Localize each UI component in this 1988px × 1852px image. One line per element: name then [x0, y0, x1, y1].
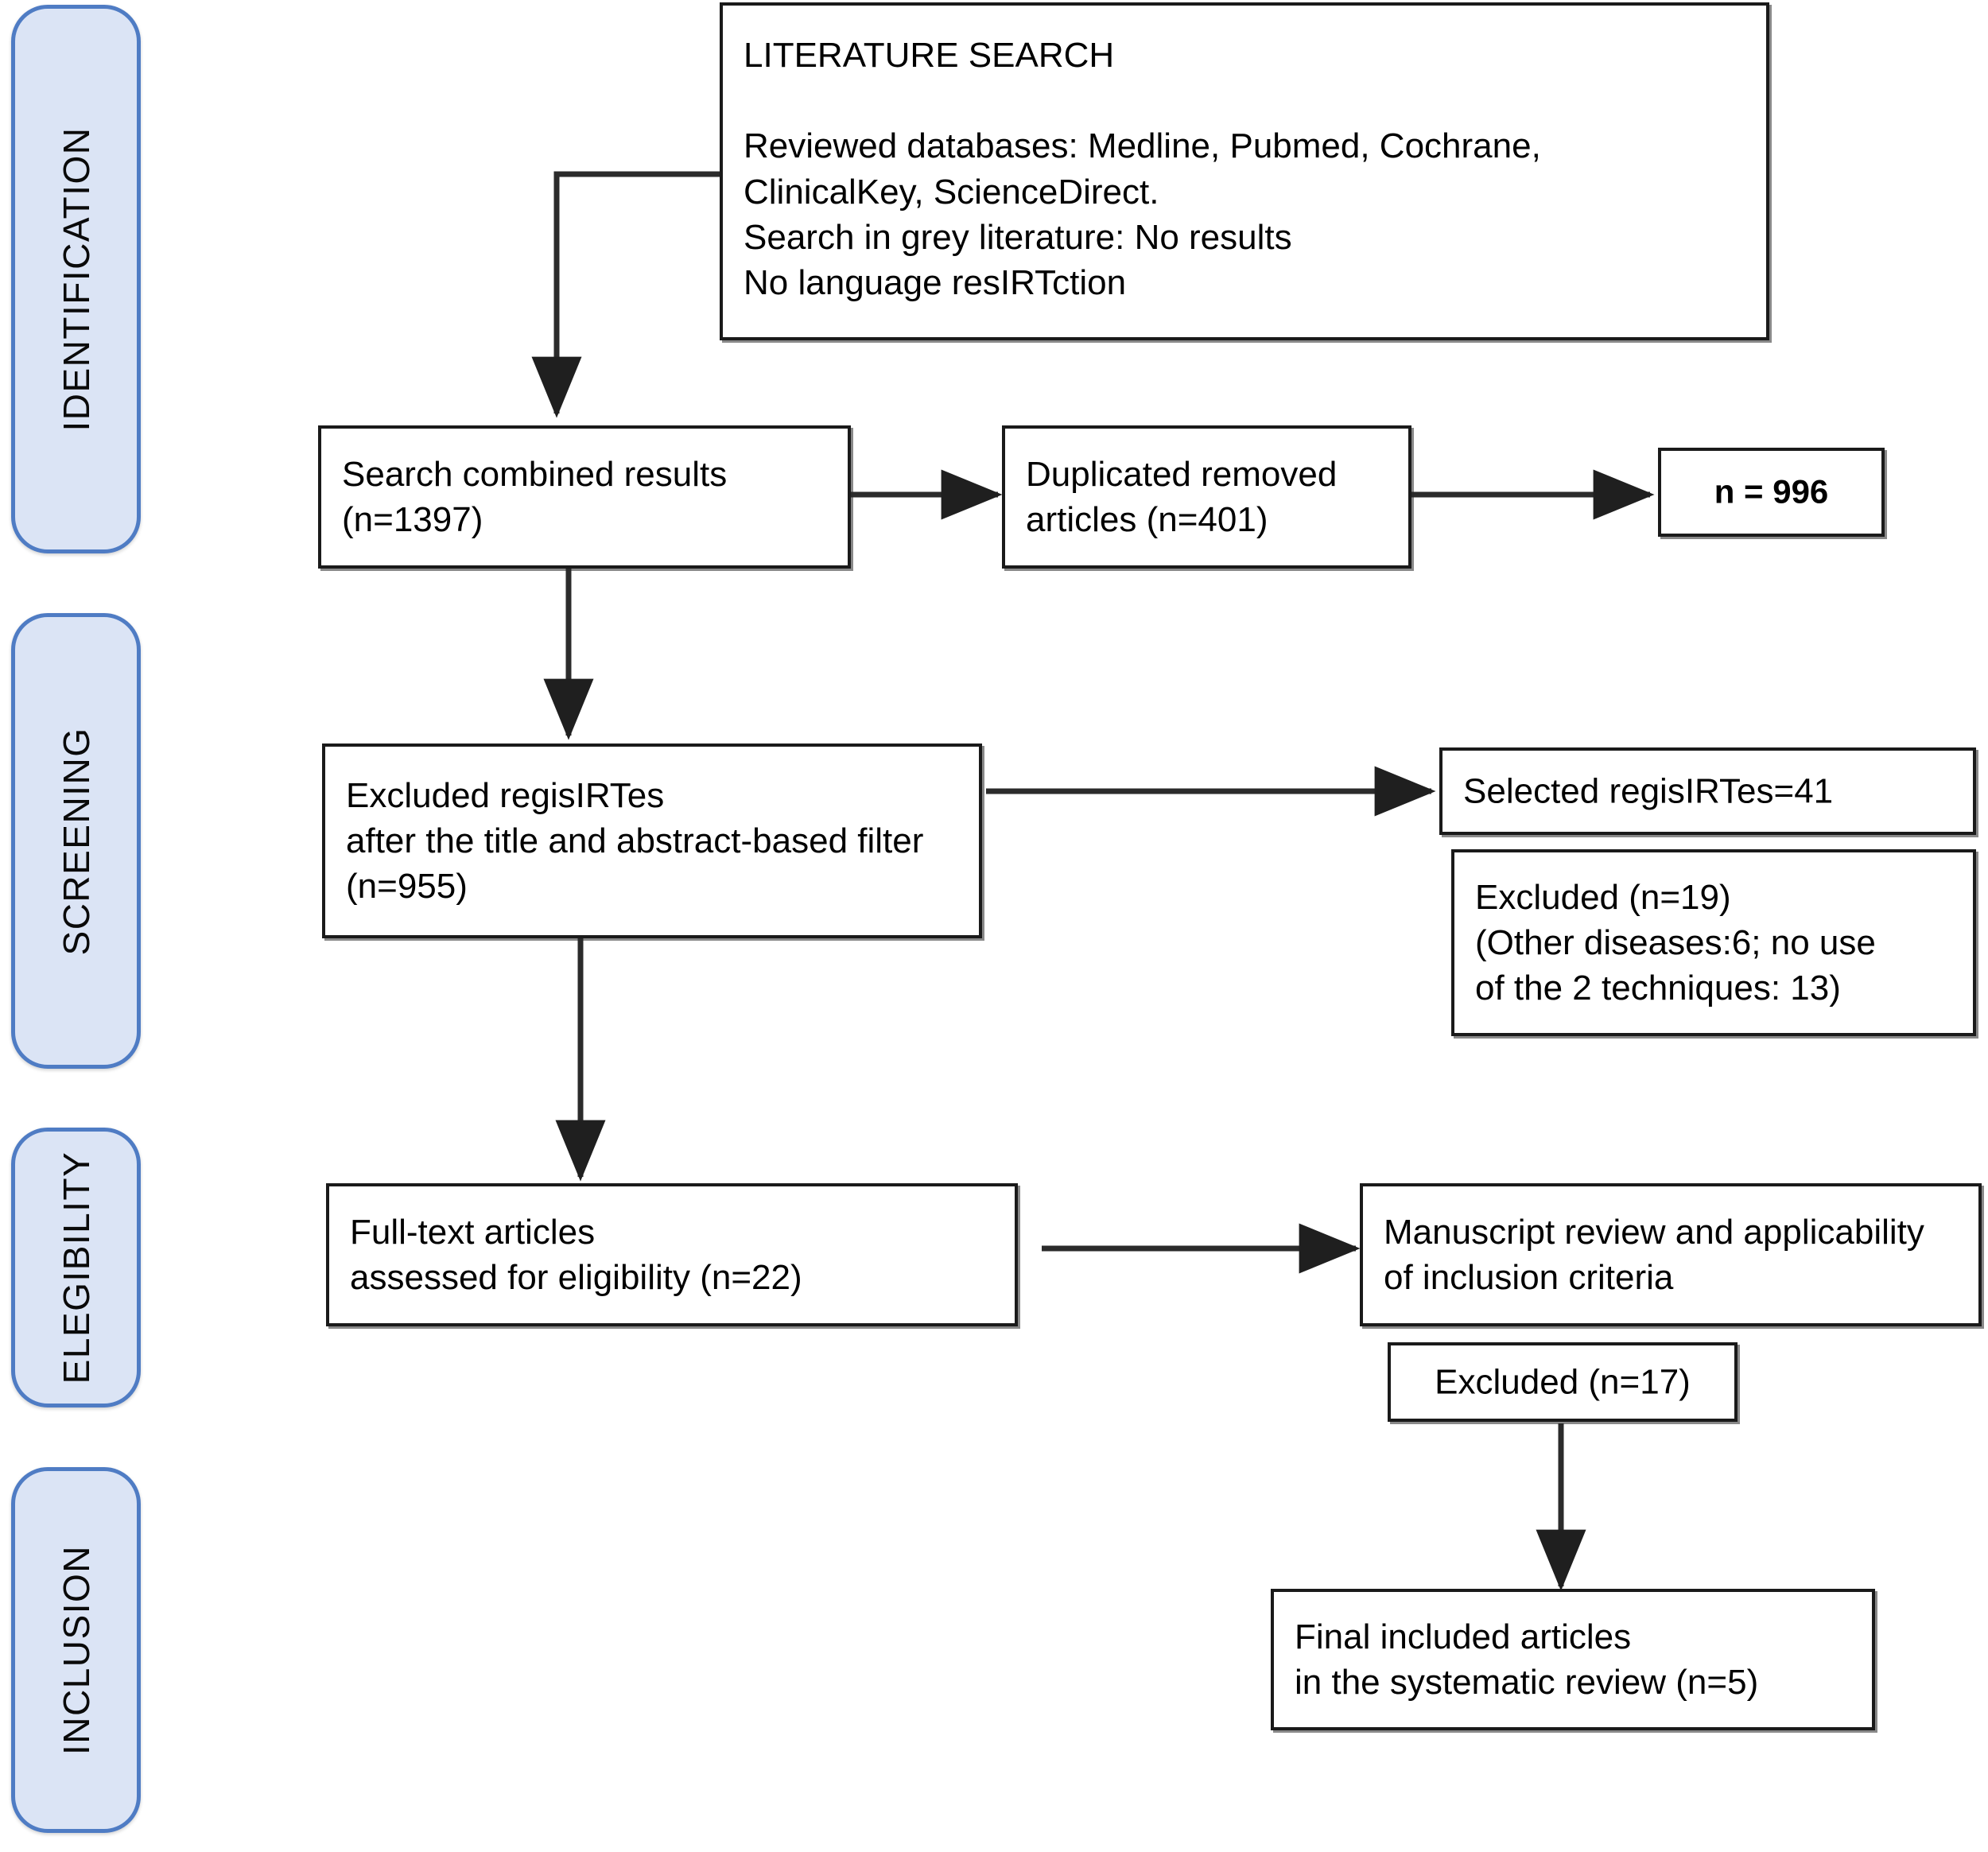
stage-screening: SCREENING — [11, 613, 141, 1069]
selected-registers-text: Selected regisIRTes=41 — [1463, 771, 1834, 811]
excluded-title-abstract-text: Excluded regisIRTes after the title and … — [346, 775, 924, 907]
full-text-assessed-text: Full-text articles assessed for eligibil… — [350, 1212, 802, 1297]
stage-identification-label: IDENTIFICATION — [55, 126, 97, 432]
box-search-combined-results: Search combined results (n=1397) — [318, 425, 851, 569]
stage-identification: IDENTIFICATION — [11, 5, 141, 553]
box-selected-registers: Selected regisIRTes=41 — [1439, 747, 1976, 835]
stage-inclusion-label: INCLUSION — [55, 1545, 97, 1755]
remaining-after-duplicates-text: n = 996 — [1714, 472, 1829, 511]
stage-elegibility-label: ELEGIBILITY — [55, 1151, 97, 1384]
excluded-screening-text: Excluded (n=19) (Other diseases:6; no us… — [1475, 877, 1876, 1008]
box-excluded-screening: Excluded (n=19) (Other diseases:6; no us… — [1451, 849, 1976, 1036]
stage-screening-label: SCREENING — [55, 727, 97, 955]
box-remaining-after-duplicates: n = 996 — [1658, 448, 1885, 537]
duplicated-removed-articles-text: Duplicated removed articles (n=401) — [1026, 454, 1338, 539]
manuscript-review-text: Manuscript review and applicability of i… — [1384, 1212, 1924, 1297]
final-included-articles-text: Final included articles in the systemati… — [1295, 1617, 1759, 1702]
literature-search-text: LITERATURE SEARCH Reviewed databases: Me… — [744, 36, 1541, 302]
stage-elegibility: ELEGIBILITY — [11, 1128, 141, 1407]
search-combined-results-text: Search combined results (n=1397) — [342, 454, 728, 539]
box-full-text-assessed: Full-text articles assessed for eligibil… — [326, 1183, 1018, 1326]
connector-literature-to-search — [531, 171, 720, 418]
stage-inclusion: INCLUSION — [11, 1467, 141, 1833]
box-literature-search: LITERATURE SEARCH Reviewed databases: Me… — [720, 2, 1769, 340]
box-excluded-title-abstract: Excluded regisIRTes after the title and … — [322, 744, 982, 938]
excluded-eligibility-text: Excluded (n=17) — [1435, 1362, 1691, 1402]
box-duplicated-removed-articles: Duplicated removed articles (n=401) — [1002, 425, 1411, 569]
box-excluded-eligibility: Excluded (n=17) — [1388, 1342, 1738, 1422]
box-manuscript-review: Manuscript review and applicability of i… — [1360, 1183, 1982, 1326]
box-final-included-articles: Final included articles in the systemati… — [1271, 1589, 1875, 1730]
